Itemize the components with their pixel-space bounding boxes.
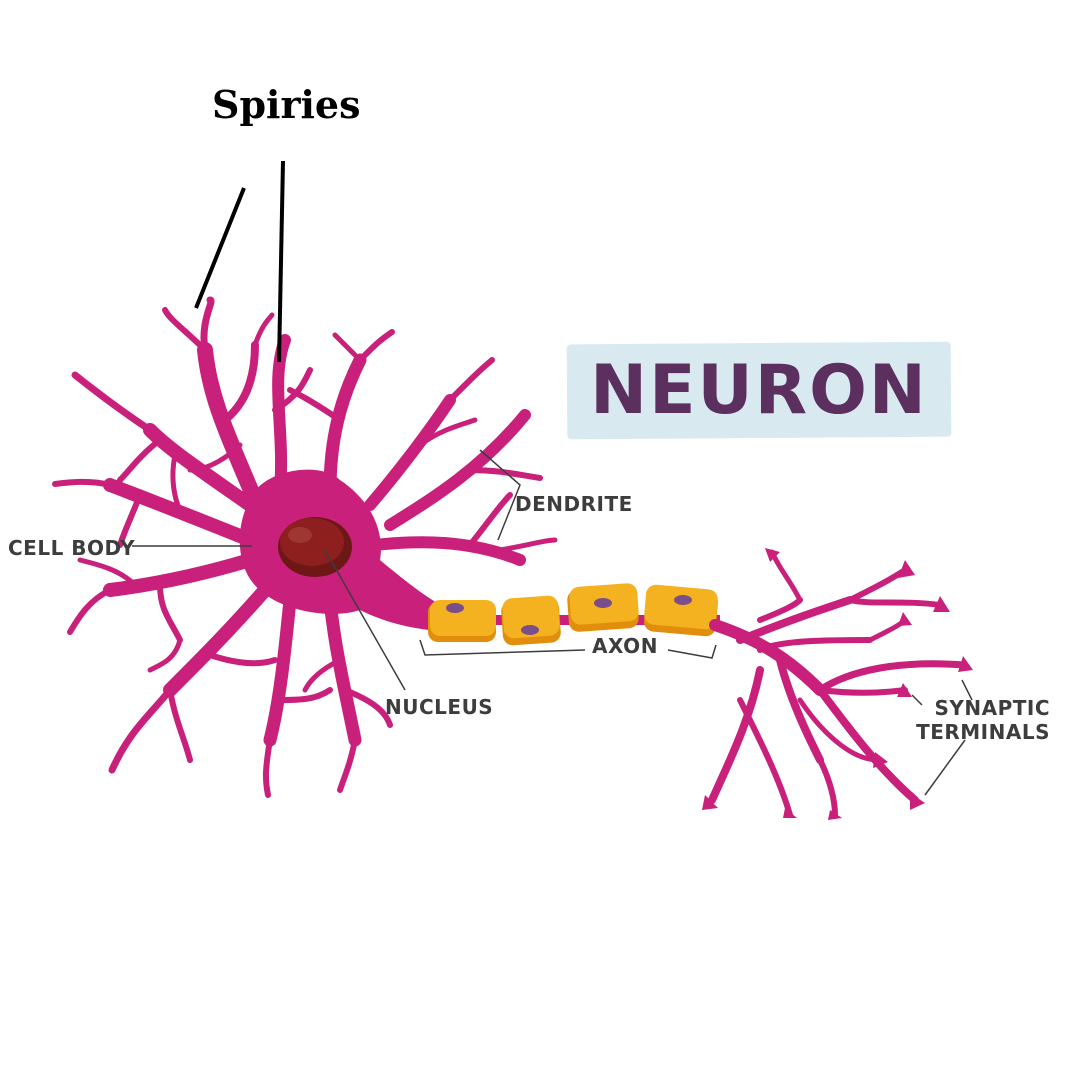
synaptic-terminals xyxy=(708,549,969,818)
synaptic-label-line1: SYNAPTIC xyxy=(934,696,1050,720)
dendrites xyxy=(52,296,558,798)
spiries-pointer-right xyxy=(277,160,285,363)
cell-body-label: CELL BODY xyxy=(8,536,136,560)
spiries-pointer-left xyxy=(194,187,246,309)
dendrite-leader xyxy=(479,449,521,541)
dendrite-label: DENDRITE xyxy=(515,492,633,516)
diagram-title: NEURON xyxy=(590,351,928,430)
axon-bracket xyxy=(419,639,717,659)
myelin-segment xyxy=(428,600,496,642)
synaptic-label-line2: TERMINALS xyxy=(916,720,1050,744)
spiries-pointers xyxy=(194,160,285,363)
myelin-segment xyxy=(567,583,639,632)
spiries-annotation-label: Spiries xyxy=(212,82,361,127)
nucleus-label: NUCLEUS xyxy=(385,695,494,719)
nucleus xyxy=(278,517,352,577)
terminal-knobs xyxy=(702,548,973,820)
myelin-sheath xyxy=(428,583,718,646)
myelin-segment xyxy=(501,595,561,646)
myelin-segment xyxy=(644,584,718,637)
synaptic-leader xyxy=(911,679,973,796)
synaptic-terminals-label: SYNAPTIC TERMINALS xyxy=(915,696,1050,744)
leader-lines xyxy=(132,449,973,796)
axon-label: AXON xyxy=(592,634,658,658)
nucleus-leader xyxy=(324,549,406,691)
